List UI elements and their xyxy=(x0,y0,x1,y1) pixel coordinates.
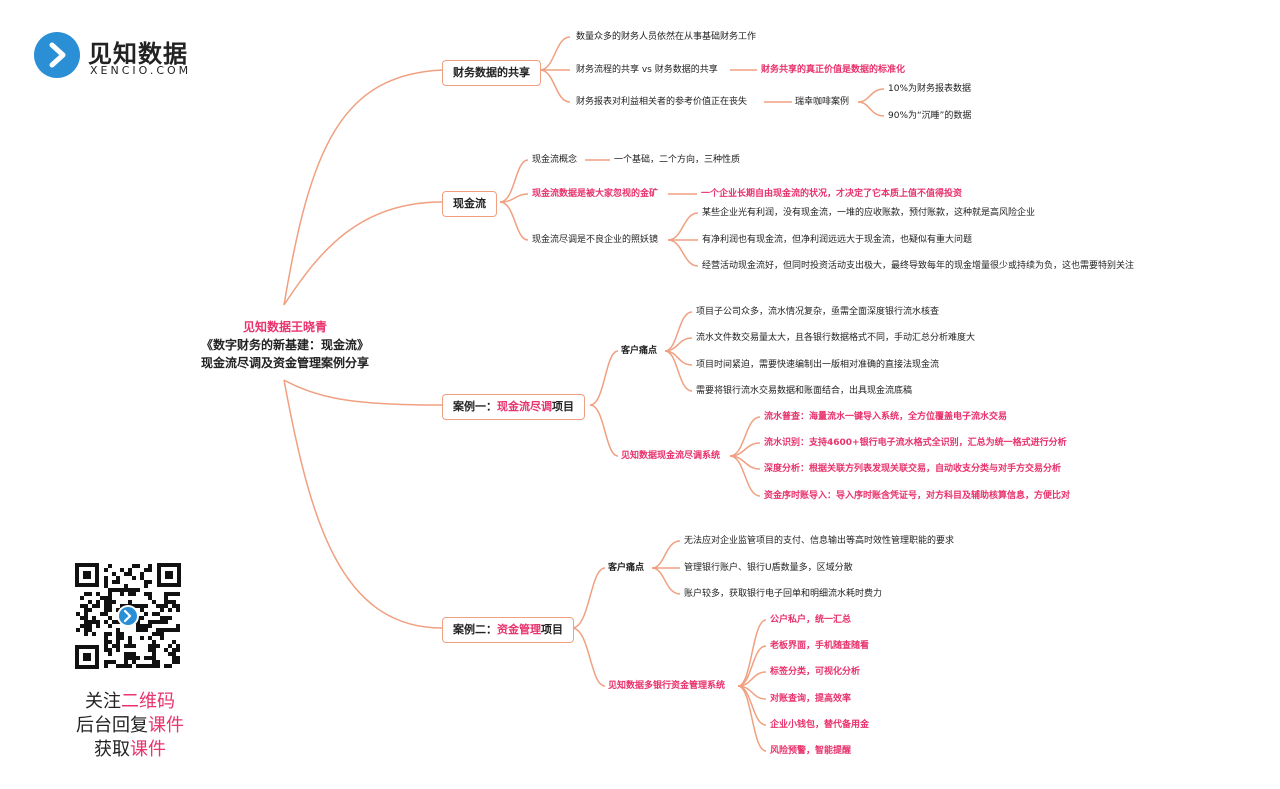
talk-title: 《数字财务的新基建：现金流》 xyxy=(200,338,369,352)
b2-item: 某些企业光有利润，没有现金流，一堆的应收账款，预付账款，这种就是高风险企业 xyxy=(702,208,1036,218)
b4-system-item: 风险预警，智能提醒 xyxy=(770,746,852,756)
b1-item: 财务报表对利益相关者的参考价值正在丧失 xyxy=(576,97,748,107)
b4-pain-item: 账户较多，获取银行电子回单和明细流水耗时费力 xyxy=(684,589,883,599)
cta-highlight: 课件 xyxy=(148,715,184,736)
b3-pain-item: 流水文件数交易量太大，且各银行数据格式不同，手动汇总分析难度大 xyxy=(696,333,976,343)
case-two-suffix: 项目 xyxy=(541,623,563,636)
b4-system-item: 对账查询，提高效率 xyxy=(770,694,852,704)
b3-pain-item: 需要将银行流水交易数据和账面结合，出具现金流底稿 xyxy=(696,386,913,396)
center-topic: 见知数据王晓青 《数字财务的新基建：现金流》 现金流尽调及资金管理案例分享 xyxy=(180,318,390,372)
logo-name: 见知数据 xyxy=(88,40,188,68)
case-one-suffix: 项目 xyxy=(552,400,574,413)
branch-case-two: 案例二：资金管理项目 xyxy=(442,617,574,643)
branch-case-one: 案例一：现金流尽调项目 xyxy=(442,394,585,420)
b2-item: 经营活动现金流好，但同时投资活动支出极大，最终导致每年的现金增量很少或持续为负，… xyxy=(702,261,1135,271)
b1-item: 90%为“沉睡”的数据 xyxy=(888,111,972,121)
b1-item-highlight: 财务共享的真正价值是数据的标准化 xyxy=(761,65,906,75)
b3-system-item: 深度分析：根据关联方列表发现关联交易，自动收支分类与对手方交易分析 xyxy=(764,464,1062,474)
b2-item: 有净利润也有现金流，但净利润远远大于现金流，也疑似有重大问题 xyxy=(702,235,973,245)
cta-highlight: 二维码 xyxy=(121,691,175,712)
b1-item: 财务流程的共享 vs 财务数据的共享 xyxy=(576,65,718,75)
b3-system-item: 流水识别：支持4600+银行电子流水格式全识别，汇总为统一格式进行分析 xyxy=(764,438,1067,448)
b4-system: 见知数据多银行资金管理系统 xyxy=(608,681,726,691)
author-name: 见知数据王晓青 xyxy=(242,320,327,334)
b2-item: 现金流概念 xyxy=(532,155,578,165)
cta-text: 后台回复 xyxy=(76,715,148,736)
b3-pain-item: 项目时间紧迫，需要快速编制出一版相对准确的直接法现金流 xyxy=(696,360,940,370)
branch-cash-flow: 现金流 xyxy=(442,191,497,217)
case-two-highlight: 资金管理 xyxy=(497,623,541,636)
talk-subtitle: 现金流尽调及资金管理案例分享 xyxy=(200,356,369,370)
b4-system-item: 老板界面，手机随查随看 xyxy=(770,641,870,651)
cta-text: 获取 xyxy=(94,739,130,760)
cta-line-1: 关注二维码 xyxy=(40,690,220,714)
b2-item-highlight: 一个企业长期自由现金流的状况，才决定了它本质上值不值得投资 xyxy=(701,189,963,199)
cta-text: 关注 xyxy=(85,691,121,712)
logo-icon xyxy=(34,32,80,78)
b4-system-item: 企业小钱包，替代备用金 xyxy=(770,720,870,730)
b3-system: 见知数据现金流尽调系统 xyxy=(621,451,721,461)
b2-item-highlight: 现金流数据是被大家忽视的金矿 xyxy=(532,189,659,199)
b2-item: 一个基础，二个方向，三种性质 xyxy=(614,155,741,165)
logo-domain: XENCIO.COM xyxy=(90,64,192,77)
b4-pain-item: 管理银行账户、银行U盾数量多，区域分散 xyxy=(684,563,853,573)
b3-pain-points: 客户痛点 xyxy=(621,346,658,356)
b1-item: 瑞幸咖啡案例 xyxy=(795,97,850,107)
branch-finance-data-sharing: 财务数据的共享 xyxy=(442,60,541,86)
qr-code xyxy=(75,563,181,669)
b2-item: 现金流尽调是不良企业的照妖镜 xyxy=(532,235,659,245)
qr-call-to-action: 关注二维码 后台回复课件 获取课件 xyxy=(40,690,220,762)
b1-item: 数量众多的财务人员依然在从事基础财务工作 xyxy=(576,32,757,42)
b4-system-item: 标签分类，可视化分析 xyxy=(770,667,861,677)
cta-line-2: 后台回复课件 xyxy=(40,714,220,738)
b3-system-item: 资金序时账导入：导入序时账含凭证号，对方科目及辅助核算信息，方便比对 xyxy=(764,491,1071,501)
case-two-prefix: 案例二： xyxy=(453,623,497,636)
case-one-highlight: 现金流尽调 xyxy=(497,400,552,413)
b3-pain-item: 项目子公司众多，流水情况复杂，亟需全面深度银行流水核查 xyxy=(696,307,940,317)
b3-system-item: 流水普查：海量流水一键导入系统，全方位覆盖电子流水交易 xyxy=(764,412,1008,422)
b4-pain-item: 无法应对企业监管项目的支付、信息输出等高时效性管理职能的要求 xyxy=(684,536,955,546)
b1-item: 10%为财务报表数据 xyxy=(888,84,972,94)
case-one-prefix: 案例一： xyxy=(453,400,497,413)
b4-system-item: 公户私户，统一汇总 xyxy=(770,615,852,625)
cta-highlight: 课件 xyxy=(130,739,166,760)
b4-pain-points: 客户痛点 xyxy=(608,563,645,573)
cta-line-3: 获取课件 xyxy=(40,738,220,762)
